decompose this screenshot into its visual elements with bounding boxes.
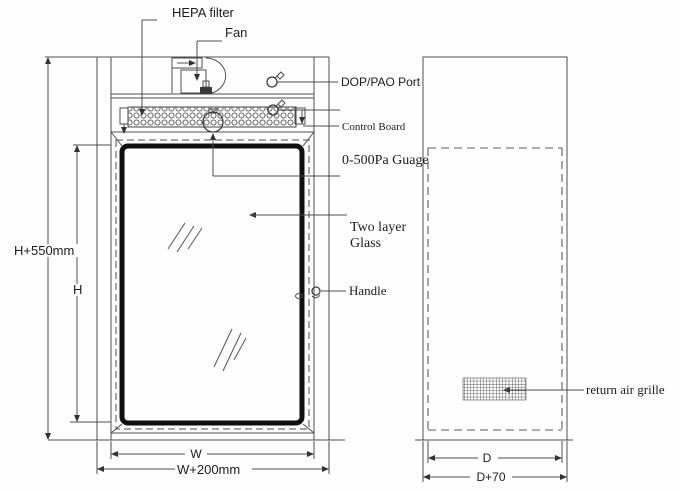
fan-duct: [171, 57, 203, 69]
hepa-filter-media: [127, 106, 297, 128]
label-hepa-filter: HEPA filter: [172, 5, 235, 20]
annotation-labels: HEPA filter Fan DOP/PAO Port Control Boa…: [172, 5, 665, 397]
side-view: [415, 56, 573, 482]
label-handle: Handle: [349, 283, 387, 298]
leader-lines: [139, 19, 584, 393]
glass-frame: [119, 143, 305, 426]
dop-pao-ports: [266, 71, 286, 116]
label-return-air-grille: return air grille: [586, 382, 665, 397]
filter-clamp: [119, 107, 129, 125]
fan-assembly: [171, 57, 227, 95]
label-gauge: 0-500Pa Guage: [342, 153, 429, 168]
airflow-arrow-icon: [189, 60, 196, 66]
label-control-board: Control Board: [342, 121, 406, 133]
hepa-filter-assembly: [119, 106, 297, 134]
dim-width-overall: W+200mm: [177, 462, 240, 477]
gauge-dial: [202, 111, 224, 133]
label-fan: Fan: [225, 25, 247, 40]
door-leaf-outline: [115, 139, 310, 430]
dim-width-inner: W: [190, 447, 202, 461]
pressure-gauge: [202, 108, 224, 133]
glass-door: [115, 139, 321, 430]
front-view: [45, 56, 345, 474]
dim-height-overall: H+550mm: [14, 243, 74, 258]
dim-depth-inner: D: [483, 451, 492, 465]
dimension-labels: H+550mm H W W+200mm D D+70: [12, 243, 512, 484]
label-glass-line1: Two layer: [350, 220, 407, 235]
control-board: [294, 107, 306, 125]
label-glass-line2: Glass: [350, 236, 381, 251]
door-handle: [295, 286, 321, 299]
side-chamber-outline: [427, 147, 563, 431]
dim-depth-overall: D+70: [476, 470, 505, 484]
glass-reflection-marks: [167, 222, 247, 372]
dim-height-inner: H: [73, 282, 82, 297]
label-dop-pao-port: DOP/PAO Port: [341, 75, 421, 89]
return-air-grille: [462, 377, 527, 401]
dop-port-upper: [266, 76, 278, 88]
latch-catch: [295, 293, 303, 299]
handle-knob: [311, 286, 321, 296]
fan-motor: [200, 87, 212, 94]
control-board-box: [294, 107, 306, 125]
